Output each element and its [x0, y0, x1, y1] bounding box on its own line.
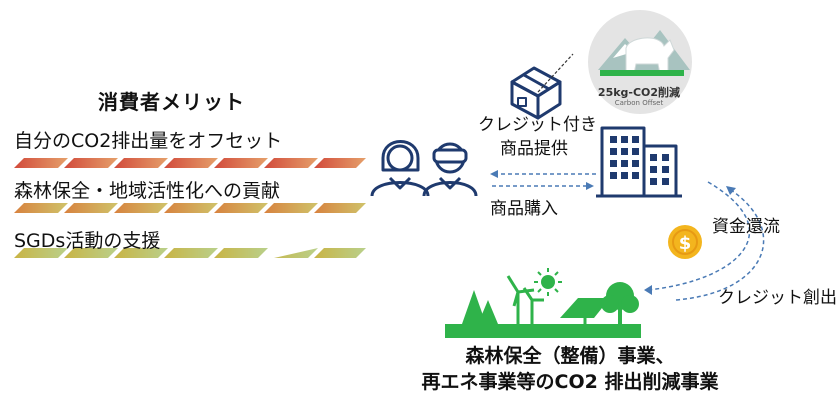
badge-amount: 25kg-CO2削減: [597, 86, 681, 99]
projects-caption: 森林保全（整備）事業、 再エネ事業等のCO2 排出削減事業: [370, 343, 770, 395]
polar-bear-icon: [625, 37, 675, 75]
stripe-row-2: [14, 203, 366, 213]
merit-sdgs-support: SGDs活動の支援: [14, 230, 161, 252]
projects-caption-line2: 再エネ事業等のCO2 排出削減事業: [421, 371, 719, 393]
consumer-merits-title: 消費者メリット: [98, 90, 245, 114]
credit-goods-label-line1: クレジット付き: [478, 115, 597, 135]
svg-text:$: $: [679, 233, 692, 254]
stripe-row-1: [14, 158, 366, 168]
office-building-windows: [610, 136, 669, 185]
funds-return-label: 資金還流: [712, 217, 780, 237]
purchase-label: 商品購入: [490, 199, 558, 219]
consumers-icon: [370, 140, 478, 197]
carbon-offset-badge: [588, 10, 692, 114]
funds-return-arrow: [675, 187, 765, 301]
credit-creation-label: クレジット創出: [718, 288, 837, 308]
merit-forest-conservation: 森林保全・地域活性化への貢献: [14, 180, 281, 202]
credit-creation-arrow: [647, 181, 751, 291]
badge-subtitle: Carbon Offset: [614, 99, 664, 107]
box-to-badge-line: [537, 53, 574, 93]
credit-goods-label-line2: 商品提供: [500, 139, 568, 159]
stripe-row-3: [14, 248, 366, 258]
projects-caption-line1: 森林保全（整備）事業、: [465, 345, 675, 367]
credit-goods-label: クレジット付き 商品提供: [478, 113, 597, 161]
dollar-coin-icon: $: [668, 225, 702, 259]
forest-renewable-scene: [445, 268, 641, 338]
package-box-icon: [510, 66, 562, 120]
office-building-icon: [596, 126, 682, 198]
flow-arrows: [492, 173, 765, 301]
arrow-heads: [490, 170, 736, 295]
merit-offset-co2: 自分のCO2排出量をオフセット: [14, 130, 283, 152]
